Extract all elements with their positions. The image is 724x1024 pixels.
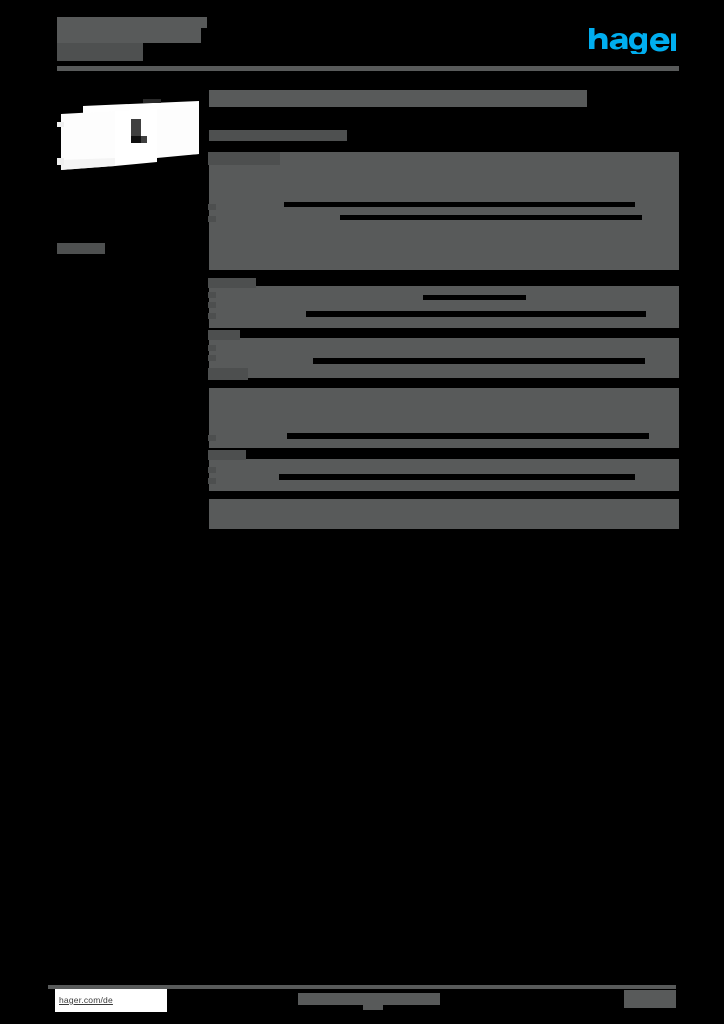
spec-row-label xyxy=(208,302,216,308)
spec-row-label xyxy=(208,478,216,484)
document-title-line-2 xyxy=(57,27,201,43)
spec-row-label xyxy=(208,368,248,380)
hager-logo xyxy=(588,26,676,54)
page-header xyxy=(0,0,724,78)
spec-section xyxy=(209,499,679,529)
spec-section xyxy=(209,388,679,448)
spec-row-label xyxy=(208,450,246,460)
spec-row-value xyxy=(423,295,526,300)
footer-center-text-secondary xyxy=(363,1005,383,1010)
spec-row-value xyxy=(313,358,645,364)
footer-url-link[interactable]: hager.com/de xyxy=(55,989,167,1012)
footer-page-number xyxy=(624,990,676,1008)
page-subtitle xyxy=(209,130,347,141)
footer-divider xyxy=(48,985,676,989)
spec-row-label xyxy=(208,313,216,319)
spec-row-label xyxy=(208,278,256,288)
spec-section xyxy=(209,286,679,328)
header-divider xyxy=(57,66,679,71)
spec-section xyxy=(209,152,679,270)
spec-row-label xyxy=(208,204,216,210)
spec-row-value xyxy=(279,474,635,480)
spec-row-value xyxy=(284,202,635,207)
spec-row-label xyxy=(208,435,216,441)
document-subtitle xyxy=(57,43,143,61)
spec-row-label xyxy=(208,355,216,361)
product-caption xyxy=(57,243,105,254)
spec-row-label xyxy=(208,216,216,222)
spec-row-label xyxy=(208,467,216,473)
page-title xyxy=(209,90,587,107)
footer-center-text xyxy=(298,993,440,1005)
spec-row-value xyxy=(340,215,642,220)
product-photo xyxy=(57,92,203,182)
spec-row-value xyxy=(306,311,646,317)
document-title-line-1 xyxy=(57,17,207,28)
spec-row-label xyxy=(208,292,216,298)
spec-row-label xyxy=(208,330,240,340)
spec-row-label xyxy=(208,152,280,165)
spec-row-value xyxy=(287,433,649,439)
spec-row-label xyxy=(208,345,216,351)
